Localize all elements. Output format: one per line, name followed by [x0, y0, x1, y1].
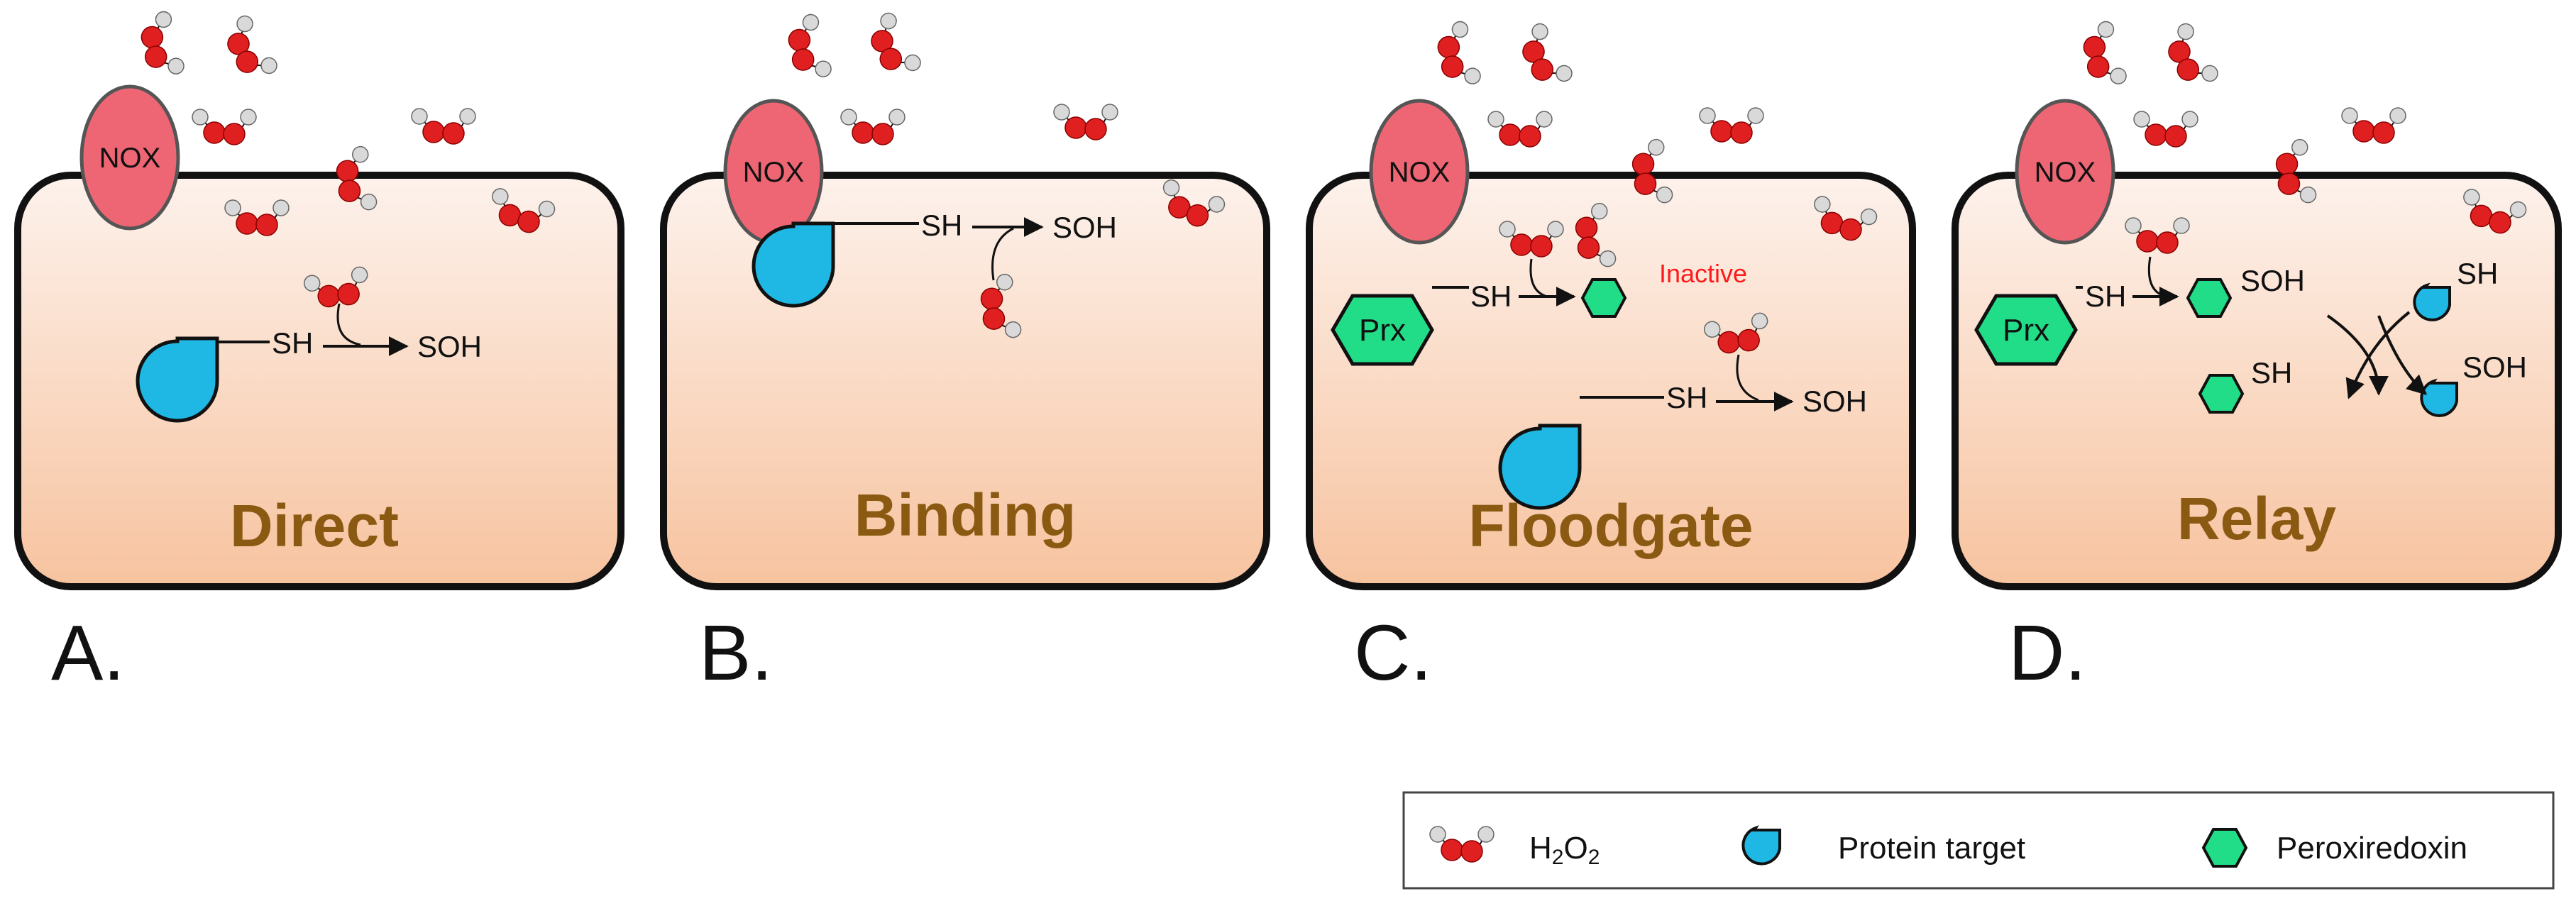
- legend-protein: Protein target: [1838, 831, 2025, 866]
- peroxiredoxin-icon: [2202, 828, 2247, 868]
- h2o2-molecule: [1511, 20, 1576, 95]
- sulfenic-label: SOH: [1802, 385, 1867, 418]
- h2o2-curve: [2147, 256, 2167, 298]
- nox-enzyme: NOX: [723, 99, 824, 245]
- h2o2-curve: [1529, 258, 1548, 298]
- h2o2-molecule: [2341, 107, 2406, 144]
- h2o2-molecule: [781, 11, 834, 84]
- relay-arrow: [2345, 311, 2411, 399]
- panel-floodgate: NOX Prx SH Inactive SH SOH Floodgate C.: [1306, 18, 1916, 697]
- protein-oxidized-label: SOH: [2462, 350, 2527, 384]
- nox-label: NOX: [99, 143, 161, 174]
- relay-arrow: [2377, 315, 2428, 395]
- nox-label: NOX: [2035, 157, 2096, 188]
- nox-label: NOX: [743, 157, 805, 188]
- panel-title: Relay: [2177, 485, 2336, 552]
- nox-label: NOX: [1389, 157, 1451, 188]
- sulfenic-label: SOH: [1052, 211, 1117, 244]
- prx-thiol-label: SH: [2085, 280, 2126, 313]
- panel-binding: NOX SH SOH Binding B.: [660, 9, 1270, 697]
- prx-label: Prx: [2003, 313, 2049, 348]
- prx-reduced-label: SH: [2251, 356, 2292, 389]
- nox-enzyme: NOX: [2015, 99, 2115, 245]
- h2o2-molecule: [2076, 18, 2129, 92]
- h2o2-molecule: [1430, 18, 1483, 92]
- panel-letter: C.: [1354, 609, 1432, 697]
- protein-target: [138, 338, 217, 421]
- h2o2-molecule: [2157, 20, 2222, 95]
- panel-title: Binding: [854, 482, 1077, 548]
- h2o2-molecule: [411, 108, 476, 145]
- panel-title: Direct: [230, 492, 399, 559]
- relay-arrow: [2326, 314, 2389, 396]
- peroxiredoxin: Prx: [1976, 296, 2076, 364]
- thiol-label: SH: [1666, 381, 1707, 414]
- protein-target-oxidized: [2420, 378, 2458, 417]
- h2o2-curve: [991, 227, 1014, 281]
- legend: H2O2 Protein target Peroxiredoxin: [1402, 791, 2555, 890]
- panel-direct: NOX SH SOH Direct A.: [14, 9, 624, 697]
- prx-label: Prx: [1359, 313, 1406, 348]
- h2o2-molecule: [1699, 107, 1764, 144]
- h2o2-molecule: [859, 9, 925, 84]
- nox-enzyme: NOX: [1369, 99, 1470, 245]
- h2o2-molecule: [2133, 111, 2198, 148]
- legend-peroxiredoxin: Peroxiredoxin: [2277, 831, 2467, 866]
- peroxiredoxin: Prx: [1333, 296, 1432, 364]
- protein-target: [754, 223, 833, 306]
- prx-thiol-label: SH: [1470, 280, 1512, 313]
- panel-letter: D.: [2008, 609, 2086, 697]
- panel-letter: A.: [51, 609, 125, 697]
- cell: [14, 172, 624, 590]
- reduced-prx: [2198, 374, 2244, 414]
- h2o2-molecule: [1487, 111, 1553, 148]
- protein-reduced-label: SH: [2457, 257, 2498, 290]
- legend-box: [1402, 791, 2555, 890]
- legend-h2o2: H2O2: [1529, 831, 1600, 869]
- h2o2-molecule: [216, 12, 281, 87]
- prx-sulfenic-label: SOH: [2240, 264, 2305, 297]
- thiol-label: SH: [921, 209, 962, 242]
- thiol-label: SH: [272, 326, 313, 360]
- h2o2-molecule: [840, 109, 906, 145]
- h2o2-curve: [1736, 354, 1759, 402]
- inactive-prx: [1581, 278, 1626, 318]
- panel-title: Floodgate: [1468, 492, 1753, 559]
- inactive-label: Inactive: [1659, 259, 1747, 288]
- protein-target-icon: [1741, 825, 1781, 866]
- panel-letter: B.: [699, 609, 773, 697]
- h2o2-molecule: [192, 109, 257, 145]
- cell: [1306, 172, 1916, 590]
- nox-enzyme: NOX: [79, 84, 180, 231]
- sulfenic-label: SOH: [417, 330, 482, 363]
- h2o2-curve: [336, 303, 361, 346]
- protein-target-reduced: [2413, 282, 2451, 321]
- h2o2-molecule: [1053, 104, 1118, 140]
- panel-relay: NOX Prx SH SOH SH SH SOH Relay D.: [1952, 18, 2562, 697]
- h2o2-molecule: [133, 9, 187, 82]
- cell: [1952, 172, 2562, 590]
- oxidized-prx: [2186, 278, 2232, 318]
